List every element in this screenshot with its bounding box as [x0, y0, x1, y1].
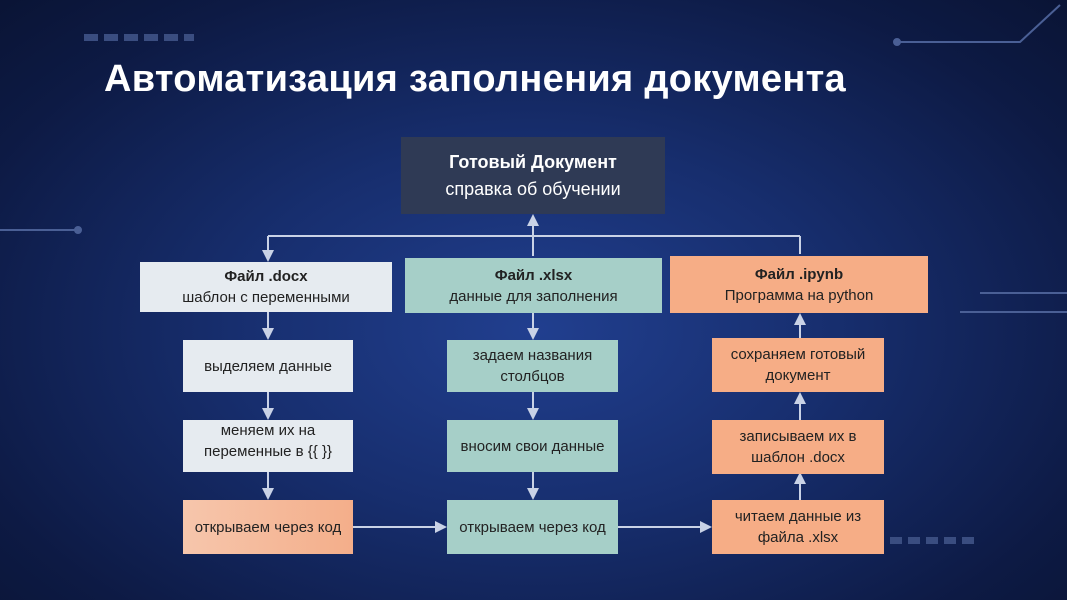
step-box: открываем через код [183, 500, 353, 554]
step-box: вносим свои данные [447, 420, 618, 472]
docx-title: Файл .docx [224, 268, 308, 285]
step-box: меняем их на переменные в {{ }} [183, 420, 353, 472]
step-box: открываем через код [447, 500, 618, 554]
root-box-ready-document: Готовый Документ справка об обучении [401, 137, 665, 214]
root-title: Готовый Документ [449, 151, 617, 172]
step-box: читаем данные из файла .xlsx [712, 500, 884, 554]
step-box: сохраняем готовый документ [712, 338, 884, 392]
docx-subtitle: шаблон с переменными [182, 289, 350, 306]
step-box: выделяем данные [183, 340, 353, 392]
decorative-dashes [84, 34, 194, 41]
root-subtitle: справка об обучении [445, 178, 621, 199]
ipynb-header-box: Файл .ipynb Программа на python [670, 256, 928, 313]
xlsx-title: Файл .xlsx [494, 266, 573, 284]
xlsx-subtitle: данные для заполнения [449, 287, 618, 305]
decorative-dashes [890, 537, 980, 544]
page-title: Автоматизация заполнения документа [104, 58, 846, 100]
xlsx-header-box: Файл .xlsx данные для заполнения [405, 258, 662, 313]
ipynb-subtitle: Программа на python [724, 286, 874, 304]
step-box: записываем их в шаблон .docx [712, 420, 884, 474]
step-box: задаем названия столбцов [447, 340, 618, 392]
decorative-lines [0, 4, 1067, 313]
ipynb-title: Файл .ipynb [754, 265, 844, 283]
docx-header-box: Файл .docx шаблон с переменными [140, 262, 392, 312]
